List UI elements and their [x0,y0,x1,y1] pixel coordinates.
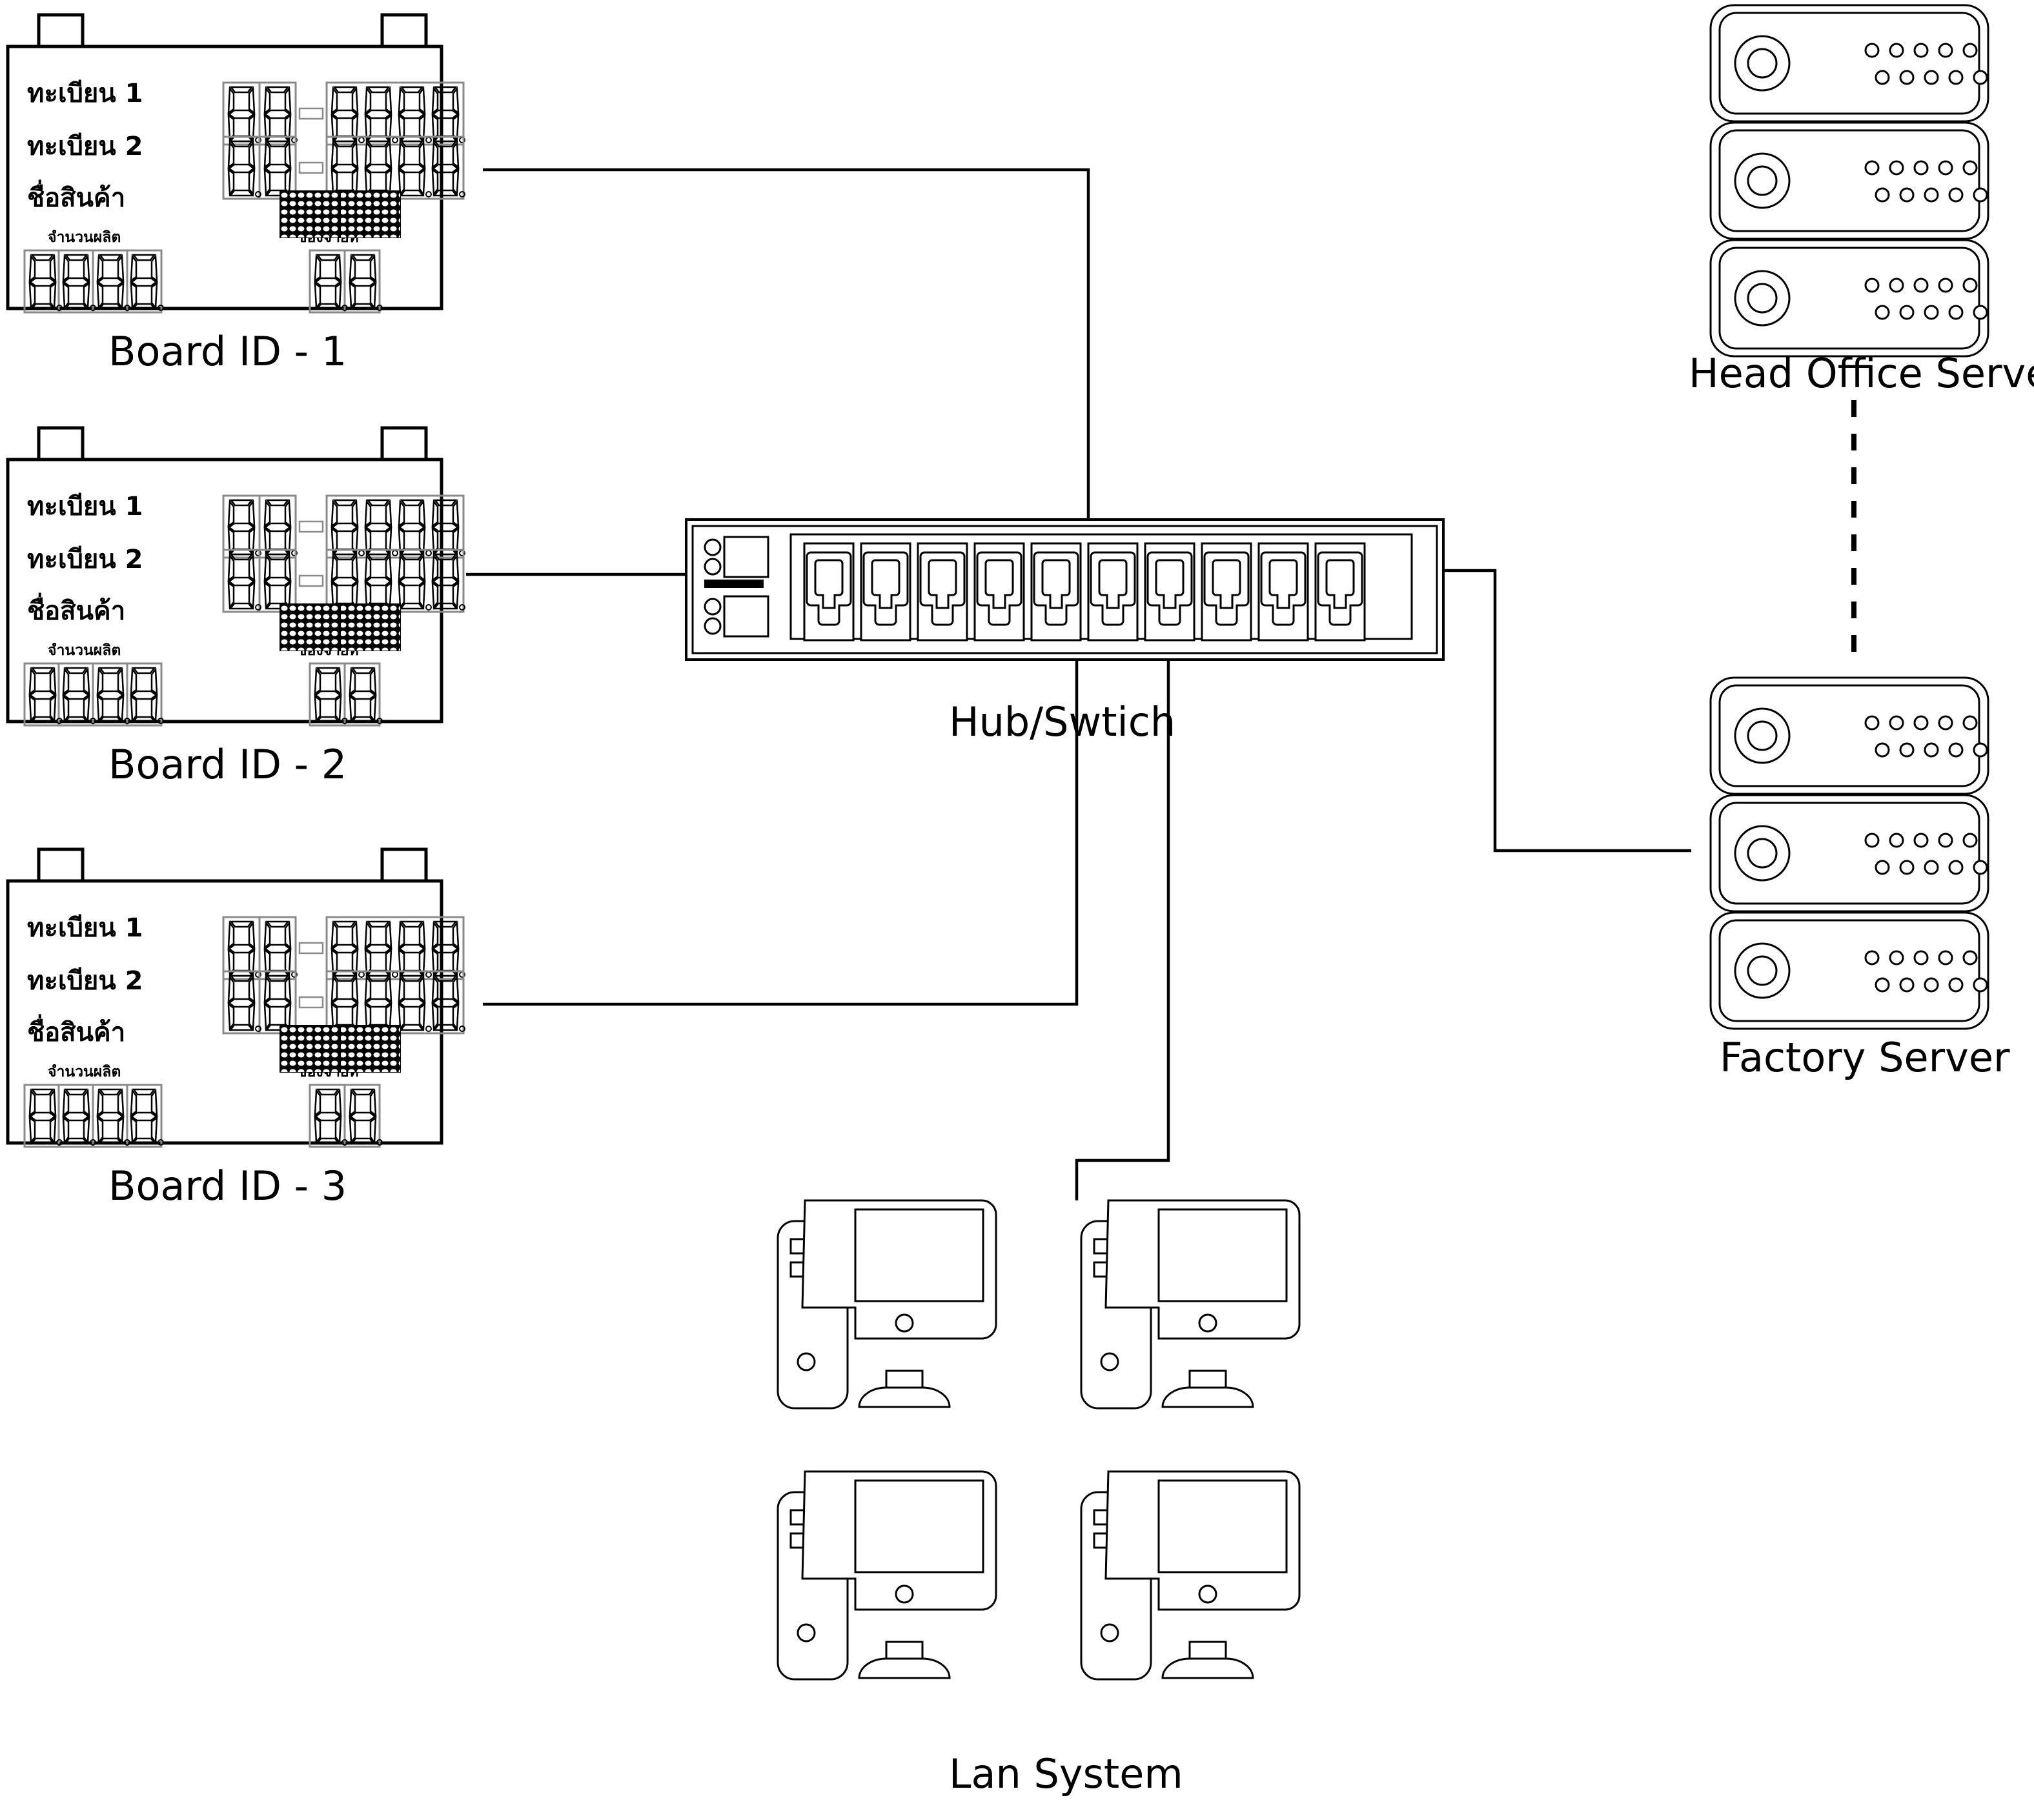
switch-port-8[interactable] [1201,542,1252,642]
link-switch-to-lan-system [1075,660,1170,1200]
switch-port-9[interactable] [1257,542,1309,642]
switch-port-5[interactable] [1030,542,1082,642]
lan-workstation-2[interactable] [1080,1199,1301,1410]
board-2-display-product-matrix [280,603,401,651]
board-3-display-product-matrix [280,1025,401,1073]
hub-switch-caption: Hub/Swtich [949,698,1175,745]
board-3-label-product: ชื่อสินค้า [27,1014,125,1047]
lan-workstation-4[interactable] [1080,1470,1301,1681]
board-2-label-qty: จำนวนผลิต [48,642,121,659]
board-2-display-qty [23,662,165,727]
switch-port-1[interactable] [803,542,855,642]
switch-port-3[interactable] [917,542,968,642]
lan-workstation-3[interactable] [777,1470,997,1681]
head-office-server-caption: Head Office Server [1689,350,2034,397]
board-1-label-reg1: ทะเบียน 1 [27,79,143,108]
board-2-display-channel [309,662,383,727]
connection-lines [466,168,1856,1200]
head-office-server-unit-3 [1709,239,1989,358]
board-1-label-qty: จำนวนผลิต [48,229,121,246]
switch-port-10[interactable] [1314,542,1366,642]
factory-server-unit-2 [1709,794,1989,913]
switch-port-6[interactable] [1087,542,1139,642]
switch-port-4[interactable] [973,542,1025,642]
link-board3-to-switch [483,660,1079,1006]
board-2-label-product: ชื่อสินค้า [27,592,125,626]
board-3-caption: Board ID - 3 [108,1162,347,1209]
board-1-display-channel [309,249,383,314]
switch-divider-bar [704,580,764,588]
board-2-label-reg2: ทะเบียน 2 [27,545,143,574]
board-1-display-product-matrix [280,190,401,238]
link-switch-to-factory-server [1443,569,1691,853]
board-1-caption: Board ID - 1 [108,328,347,375]
factory-server-unit-1 [1709,676,1989,795]
factory-server[interactable]: Factory Server [1709,676,2010,1081]
board-1-display-qty [23,249,165,314]
board-2-label-reg1: ทะเบียน 1 [27,492,143,521]
lan-system-caption: Lan System [949,1750,1183,1797]
board-2-caption: Board ID - 2 [108,741,347,788]
factory-server-unit-3 [1709,911,1989,1030]
switch-port-7[interactable] [1144,542,1195,642]
board-3-label-qty: จำนวนผลิต [48,1064,121,1080]
switch-port-2[interactable] [860,542,911,642]
switch-indicator-block-1 [704,536,769,578]
lan-workstation-1[interactable] [777,1199,997,1410]
board-3-display-channel [309,1084,383,1148]
board-1-label-reg2: ทะเบียน 2 [27,132,143,161]
factory-server-caption: Factory Server [1720,1034,2010,1081]
board-1-label-product: ชื่อสินค้า [27,179,125,213]
head-office-server-unit-2 [1709,121,1989,240]
board-1-display-reg1 [222,81,466,146]
board-3-label-reg2: ทะเบียน 2 [27,966,143,996]
board-1[interactable]: ทะเบียน 1 ทะเบียน 2 ชื่อสินค้า จำนวนผลิต… [6,13,466,375]
board-3-label-reg1: ทะเบียน 1 [27,913,143,943]
board-3-display-qty [23,1084,165,1148]
board-3[interactable]: ทะเบียน 1 ทะเบียน 2 ชื่อสินค้า จำนวนผลิต… [6,847,466,1209]
switch-indicator-block-2 [704,595,769,638]
link-board1-to-switch [483,168,1090,521]
head-office-server[interactable]: Head Office Server [1689,4,2034,397]
board-2[interactable]: ทะเบียน 1 ทะเบียน 2 ชื่อสินค้า จำนวนผลิต… [6,426,466,788]
head-office-server-unit-1 [1709,4,1989,123]
hub-switch-device[interactable]: Hub/Swtich [685,518,1445,745]
lan-system[interactable]: Lan System [777,1199,1301,1797]
